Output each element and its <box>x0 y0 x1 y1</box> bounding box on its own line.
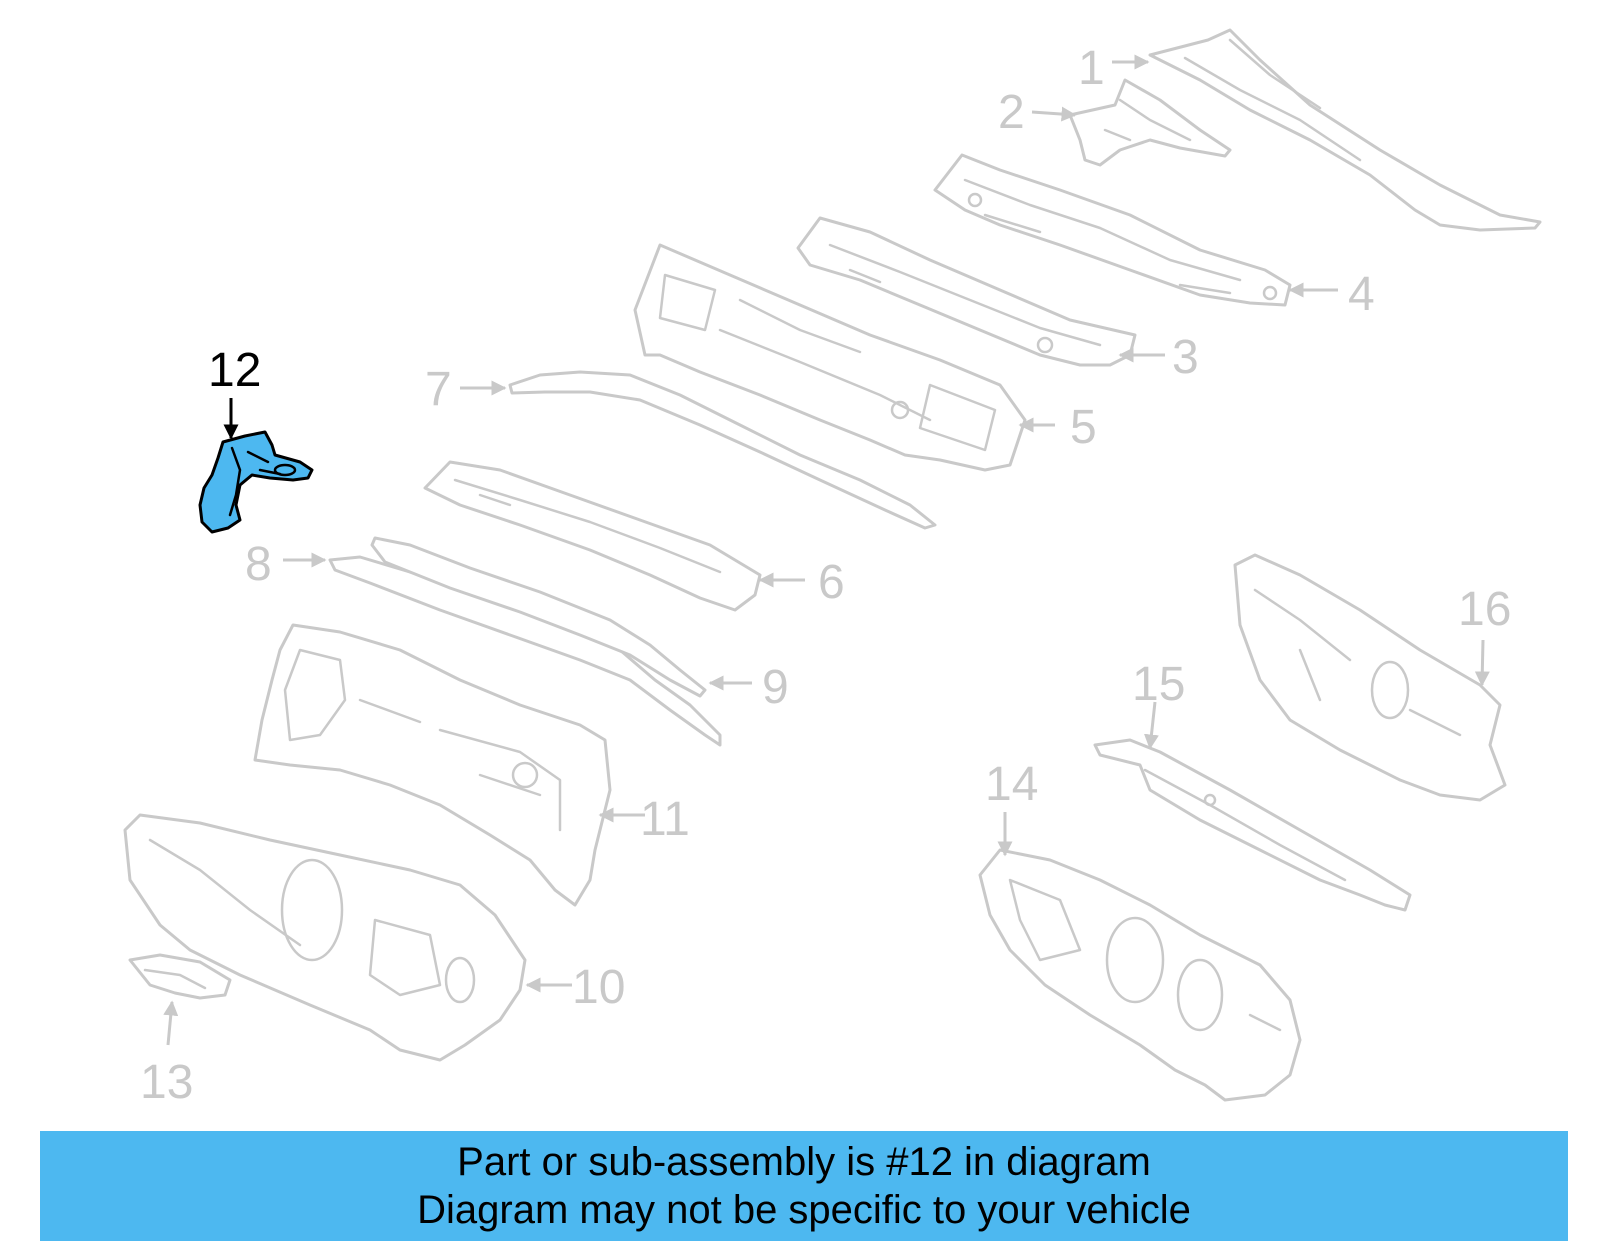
callout-6[interactable]: 6 <box>818 556 845 609</box>
part-4-cowl-reinforcement[interactable] <box>933 153 1292 307</box>
info-banner: Part or sub-assembly is #12 in diagram D… <box>40 1131 1568 1241</box>
callout-13[interactable]: 13 <box>140 1056 193 1109</box>
callout-8[interactable]: 8 <box>245 538 272 591</box>
callout-4[interactable]: 4 <box>1348 268 1375 321</box>
part-11-dash-panel[interactable] <box>253 623 612 907</box>
callout-5[interactable]: 5 <box>1070 401 1097 454</box>
callout-7[interactable]: 7 <box>425 363 452 416</box>
part-1-cowl-panel[interactable] <box>1148 28 1542 232</box>
callout-16[interactable]: 16 <box>1458 583 1511 636</box>
callout-2[interactable]: 2 <box>998 86 1025 139</box>
part-5-cowl-box[interactable] <box>633 243 1027 472</box>
part-16-side-insulator[interactable] <box>1233 553 1507 802</box>
banner-line-disclaimer: Diagram may not be specific to your vehi… <box>417 1188 1191 1232</box>
part-14-insulator[interactable] <box>978 848 1302 1102</box>
callout-3[interactable]: 3 <box>1172 331 1199 384</box>
part-2-bracket[interactable] <box>1068 78 1232 167</box>
part-7-seal[interactable] <box>508 370 937 530</box>
callout-15[interactable]: 15 <box>1132 658 1185 711</box>
callout-9[interactable]: 9 <box>762 661 789 714</box>
part-15-crossbar[interactable] <box>1093 738 1412 912</box>
part-3-cowl-inner[interactable] <box>796 216 1137 367</box>
callout-11[interactable]: 11 <box>640 793 690 846</box>
callout-10[interactable]: 10 <box>572 961 625 1014</box>
banner-line-part: Part or sub-assembly is #12 in diagram <box>457 1140 1151 1184</box>
callout-labels: 1 2 3 4 5 6 7 8 9 10 11 12 13 14 15 16 <box>140 42 1511 1109</box>
part-10-insulator[interactable] <box>123 813 527 1062</box>
callout-1[interactable]: 1 <box>1078 42 1105 95</box>
callout-12[interactable]: 12 <box>208 344 261 397</box>
part-9-seal[interactable] <box>370 536 707 698</box>
part-12-highlighted-bracket[interactable] <box>198 430 314 534</box>
callout-14[interactable]: 14 <box>985 758 1038 811</box>
leader-lines <box>163 54 1490 1046</box>
part-6-retainer[interactable] <box>423 460 762 612</box>
part-13-pad[interactable] <box>128 953 232 1000</box>
